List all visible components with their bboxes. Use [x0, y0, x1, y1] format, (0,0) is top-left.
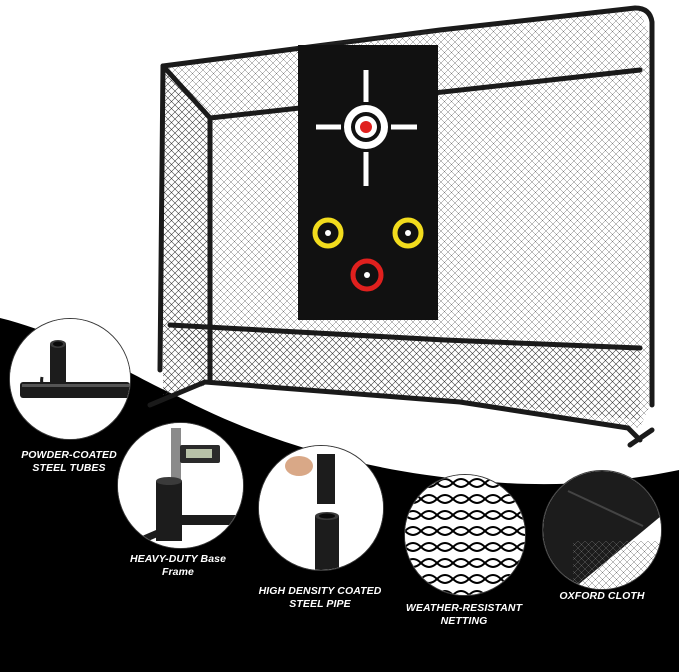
- frame-tubes: [147, 5, 655, 448]
- label-heavy-duty-base: HEAVY-DUTY Base Frame: [129, 553, 227, 578]
- pipe-detail: [258, 445, 384, 571]
- label-high-density-pipe: HIGH DENSITY COATED STEEL PIPE: [258, 585, 382, 610]
- target-panel-icon: [289, 29, 449, 320]
- tube-detail: [9, 318, 131, 440]
- tube-icon: [10, 319, 130, 439]
- base-frame-detail: [117, 422, 244, 549]
- caliper-icon: [118, 423, 243, 548]
- netting-detail: [404, 474, 526, 596]
- label-weather-resistant: WEATHER-RESISTANT NETTING: [405, 602, 523, 627]
- pipe-icon: [259, 446, 383, 570]
- netting-icon: [405, 475, 525, 595]
- oxford-cloth-icon: [543, 471, 661, 589]
- label-powder-coated: POWDER-COATED STEEL TUBES: [21, 449, 117, 474]
- oxford-cloth-detail: [542, 470, 662, 590]
- label-oxford-cloth: OXFORD CLOTH: [559, 590, 645, 602]
